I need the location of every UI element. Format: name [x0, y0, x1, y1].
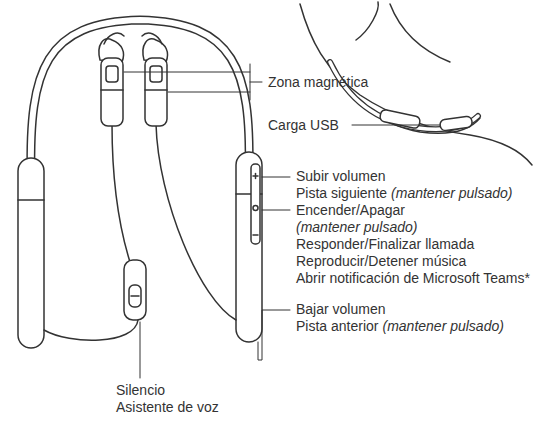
hold-note: (mantener pulsado) — [382, 318, 503, 335]
cables — [44, 124, 236, 340]
earbuds — [99, 33, 168, 126]
function-label: Bajar volumen — [296, 301, 386, 318]
function-label: Reproducir/Detener música — [296, 253, 466, 270]
function-label: Subir volumen — [296, 168, 386, 185]
function-label: Encender/Apagar — [296, 202, 405, 219]
part-label: Carga USB — [268, 117, 339, 134]
function-label: Pista siguiente — [296, 185, 387, 202]
function-label: Abrir notificación de Microsoft Teams* — [296, 270, 530, 287]
hold-note: (mantener pulsado) — [296, 219, 417, 236]
part-label: Zona magnética — [268, 74, 368, 91]
function-label: Silencio — [116, 382, 165, 399]
function-label: Asistente de voz — [116, 399, 219, 416]
function-label: Pista anterior — [296, 318, 378, 335]
hold-note: (mantener pulsado) — [391, 185, 512, 202]
function-label: Responder/Finalizar llamada — [296, 236, 474, 253]
neckband — [18, 20, 262, 348]
